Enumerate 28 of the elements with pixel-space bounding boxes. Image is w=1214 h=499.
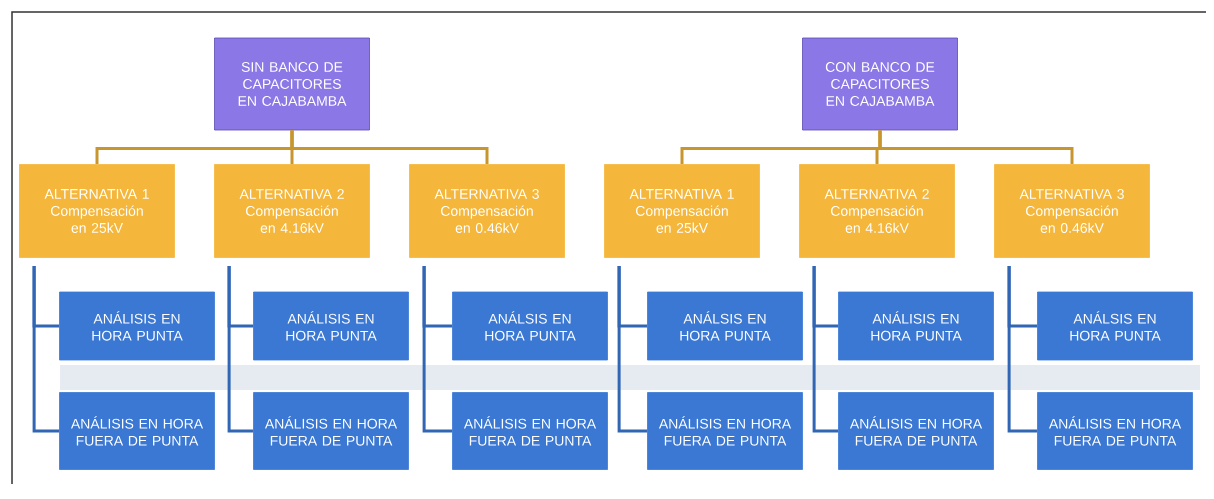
alternative-box: ALTERNATIVA 1 Compensación en 25kV xyxy=(604,164,760,258)
title-box: SIN BANCO DE CAPACITORES EN CAJABAMBA xyxy=(214,37,370,131)
bracket-connector xyxy=(617,265,648,433)
bracket-connector xyxy=(227,265,254,433)
tree-connector xyxy=(878,130,1074,165)
analysis-box: ANÁLISIS EN HORA PUNTA xyxy=(253,291,409,361)
analysis-box: ANÁLISIS EN HORA PUNTA xyxy=(59,291,215,361)
analysis-box: ANÁLSIS EN HORA PUNTA xyxy=(1037,291,1193,361)
bracket-connector xyxy=(1007,265,1038,433)
alternative-box: ALTERNATIVA 2 Compensación en 4.16kV xyxy=(214,164,370,258)
analysis-box: ANÁLSIS EN HORA PUNTA xyxy=(452,291,608,361)
bracket-connector xyxy=(812,265,839,433)
alternative-box: ALTERNATIVA 2 Compensación en 4.16kV xyxy=(799,164,955,258)
bracket-connector xyxy=(32,265,60,433)
tree-connector xyxy=(290,130,489,165)
analysis-box: ANÁLISIS EN HORA FUERA DE PUNTA xyxy=(1037,392,1193,470)
bracket-connector xyxy=(422,265,453,433)
analysis-box: ANÁLISIS EN HORA FUERA DE PUNTA xyxy=(452,392,608,470)
analysis-box: ANÁLISIS EN HORA FUERA DE PUNTA xyxy=(253,392,409,470)
analysis-box: ANÁLISIS EN HORA PUNTA xyxy=(838,291,994,361)
analysis-box: ANÁLSIS EN HORA PUNTA xyxy=(647,291,803,361)
alternative-box: ALTERNATIVA 3 Compensación en 0.46kV xyxy=(409,164,565,258)
alternative-box: ALTERNATIVA 1 Compensación en 25kV xyxy=(19,164,175,258)
alternative-box: ALTERNATIVA 3 Compensación en 0.46kV xyxy=(994,164,1150,258)
analysis-box: ANÁLISIS EN HORA FUERA DE PUNTA xyxy=(838,392,994,470)
analysis-box: ANÁLISIS EN HORA FUERA DE PUNTA xyxy=(647,392,803,470)
title-box: CON BANCO DE CAPACITORES EN CAJABAMBA xyxy=(802,37,958,131)
analysis-box: ANÁLISIS EN HORA FUERA DE PUNTA xyxy=(59,392,215,470)
